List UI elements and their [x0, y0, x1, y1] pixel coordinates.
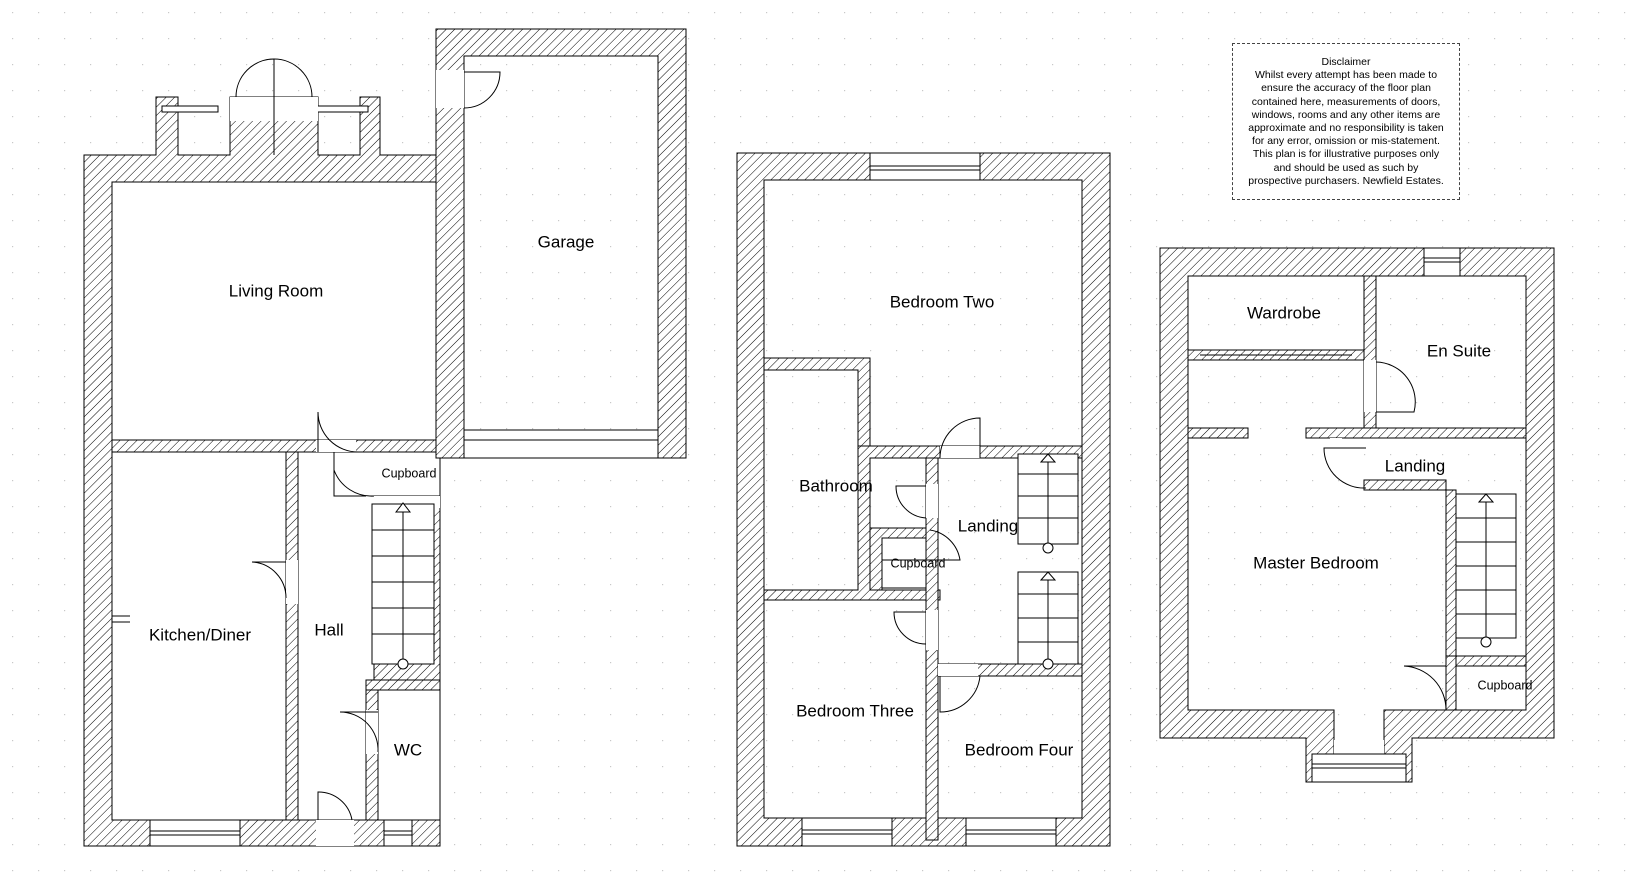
label-hall: Hall	[314, 620, 343, 639]
label-cupboard-first: Cupboard	[891, 556, 946, 570]
label-master-bedroom: Master Bedroom	[1253, 553, 1379, 572]
second-floor	[1159, 247, 1555, 783]
label-en-suite: En Suite	[1427, 341, 1491, 360]
label-kitchen-diner: Kitchen/Diner	[149, 625, 251, 644]
label-bedroom-three: Bedroom Three	[796, 701, 914, 720]
first-floor	[736, 152, 1111, 847]
ground-floor	[83, 58, 441, 847]
label-wardrobe: Wardrobe	[1247, 303, 1321, 322]
label-bathroom: Bathroom	[799, 476, 873, 495]
label-garage: Garage	[538, 232, 595, 251]
garage	[435, 28, 687, 459]
label-landing-first: Landing	[958, 516, 1019, 535]
disclaimer-box: Disclaimer Whilst every attempt has been…	[1232, 43, 1460, 200]
label-wc: WC	[394, 740, 422, 759]
label-bedroom-four: Bedroom Four	[965, 740, 1074, 759]
label-cupboard-ground: Cupboard	[382, 466, 437, 480]
disclaimer-heading: Disclaimer	[1321, 56, 1371, 68]
label-cupboard-second: Cupboard	[1478, 678, 1533, 692]
label-living-room: Living Room	[229, 281, 324, 300]
label-bedroom-two: Bedroom Two	[890, 292, 995, 311]
label-landing-second: Landing	[1385, 456, 1446, 475]
disclaimer-body: Whilst every attempt has been made to en…	[1248, 69, 1444, 187]
living-room	[111, 181, 441, 441]
